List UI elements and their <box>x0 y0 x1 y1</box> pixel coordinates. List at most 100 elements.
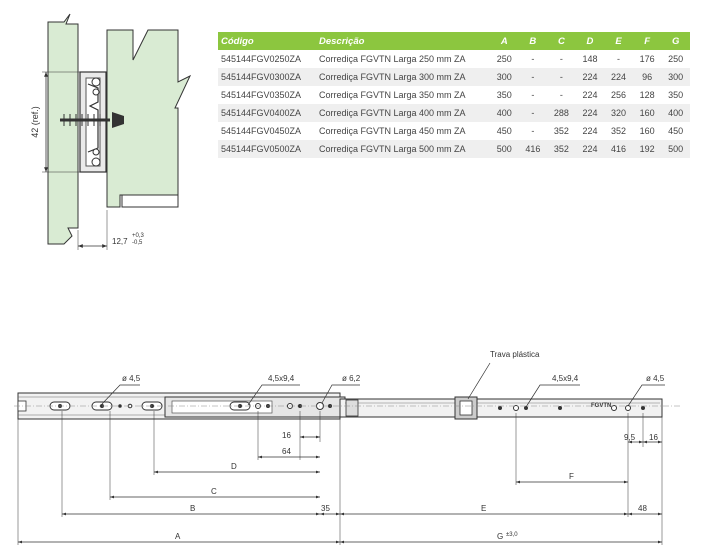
width-tolerance-plus: +0,3 <box>132 233 145 239</box>
width-dimension-label: 12,7 <box>112 237 128 246</box>
header-codigo: Código <box>218 32 316 50</box>
header-c: C <box>547 32 576 50</box>
screw <box>60 112 124 128</box>
height-dimension-label: 42 (ref.) <box>30 106 40 138</box>
cell-descricao: Corrediça FGVTN Larga 300 mm ZA <box>316 68 490 86</box>
cell-f: 160 <box>632 104 662 122</box>
cell-f: 128 <box>632 86 662 104</box>
cell-a: 350 <box>490 86 519 104</box>
cell-g: 300 <box>661 68 690 86</box>
cell-d: 224 <box>575 86 605 104</box>
cell-e: 256 <box>604 86 633 104</box>
dim-35: 35 <box>321 504 330 513</box>
cell-b: - <box>518 122 548 140</box>
table-header-row: Código Descrição A B C D E F G <box>218 32 690 50</box>
cell-e: 416 <box>604 140 633 158</box>
cell-e: - <box>604 50 633 68</box>
dim-g: G <box>497 532 503 541</box>
cell-a: 250 <box>490 50 519 68</box>
header-b: B <box>518 32 548 50</box>
dim-g-tolerance: ±3,0 <box>506 532 518 538</box>
dim-b: B <box>190 504 195 513</box>
cell-c: - <box>547 68 576 86</box>
cell-descricao: Corrediça FGVTN Larga 500 mm ZA <box>316 140 490 158</box>
header-descricao: Descrição <box>316 32 490 50</box>
header-g: G <box>661 32 690 50</box>
cell-b: - <box>518 68 548 86</box>
slide-profile <box>79 71 107 173</box>
width-tolerance-minus: -0,5 <box>132 240 143 246</box>
cell-g: 450 <box>661 122 690 140</box>
callout-hole-62: ø 6,2 <box>342 374 361 383</box>
cell-c: 352 <box>547 140 576 158</box>
table-row: 545144FGV0300ZA Corrediça FGVTN Larga 30… <box>218 68 690 86</box>
drawer-panel <box>106 29 192 208</box>
callout-hole-45-right: ø 4,5 <box>646 374 665 383</box>
cell-f: 96 <box>632 68 662 86</box>
callouts <box>101 362 665 408</box>
dim-16-left: 16 <box>282 431 291 440</box>
cell-codigo: 545144FGV0400ZA <box>218 104 316 122</box>
cell-codigo: 545144FGV0450ZA <box>218 122 316 140</box>
cell-g: 350 <box>661 86 690 104</box>
inner-rail: FGVTN <box>339 396 663 420</box>
spec-table: Código Descrição A B C D E F G 545144FGV… <box>218 32 690 158</box>
dim-e: E <box>481 504 486 513</box>
cell-codigo: 545144FGV0250ZA <box>218 50 316 68</box>
cell-d: 224 <box>575 122 605 140</box>
dim-64: 64 <box>282 447 291 456</box>
dim-48: 48 <box>638 504 647 513</box>
callout-hole-45-left: ø 4,5 <box>122 374 141 383</box>
cell-e: 320 <box>604 104 633 122</box>
header-d: D <box>575 32 605 50</box>
middle-rail <box>164 396 346 418</box>
cell-d: 224 <box>575 140 605 158</box>
cell-descricao: Corrediça FGVTN Larga 250 mm ZA <box>316 50 490 68</box>
cell-e: 352 <box>604 122 633 140</box>
cell-g: 400 <box>661 104 690 122</box>
cell-descricao: Corrediça FGVTN Larga 350 mm ZA <box>316 86 490 104</box>
table-row: 545144FGV0450ZA Corrediça FGVTN Larga 45… <box>218 122 690 140</box>
cell-g: 250 <box>661 50 690 68</box>
table-row: 545144FGV0400ZA Corrediça FGVTN Larga 40… <box>218 104 690 122</box>
cell-f: 176 <box>632 50 662 68</box>
cell-d: 148 <box>575 50 605 68</box>
dim-d: D <box>231 462 237 471</box>
callout-trava-plastica: Trava plástica <box>490 350 540 359</box>
dim-9-5: 9,5 <box>624 433 636 442</box>
cell-f: 160 <box>632 122 662 140</box>
cell-c: - <box>547 86 576 104</box>
cell-e: 224 <box>604 68 633 86</box>
cell-c: 288 <box>547 104 576 122</box>
header-e: E <box>604 32 633 50</box>
table-row: 545144FGV0350ZA Corrediça FGVTN Larga 35… <box>218 86 690 104</box>
cell-descricao: Corrediça FGVTN Larga 450 mm ZA <box>316 122 490 140</box>
cell-g: 500 <box>661 140 690 158</box>
cell-c: - <box>547 50 576 68</box>
header-f: F <box>632 32 662 50</box>
cell-d: 224 <box>575 104 605 122</box>
table-row: 545144FGV0500ZA Corrediça FGVTN Larga 50… <box>218 140 690 158</box>
cell-c: 352 <box>547 122 576 140</box>
callout-slot-right: 4,5x9,4 <box>552 374 579 383</box>
cabinet-panel <box>47 13 79 245</box>
header-a: A <box>490 32 519 50</box>
callout-slot-left: 4,5x9,4 <box>268 374 295 383</box>
cell-d: 224 <box>575 68 605 86</box>
table-row: 545144FGV0250ZA Corrediça FGVTN Larga 25… <box>218 50 690 68</box>
cell-a: 400 <box>490 104 519 122</box>
cell-f: 192 <box>632 140 662 158</box>
cell-a: 300 <box>490 68 519 86</box>
cell-b: 416 <box>518 140 548 158</box>
cell-codigo: 545144FGV0350ZA <box>218 86 316 104</box>
dim-a: A <box>175 532 181 541</box>
cell-a: 500 <box>490 140 519 158</box>
cell-codigo: 545144FGV0300ZA <box>218 68 316 86</box>
slide-side-view: FGVTN ø 4,5 4,5x9,4 ø 6,2 Trava plástica… <box>14 350 680 545</box>
dim-16-right: 16 <box>649 433 658 442</box>
cell-a: 450 <box>490 122 519 140</box>
cell-codigo: 545144FGV0500ZA <box>218 140 316 158</box>
cell-b: - <box>518 86 548 104</box>
cell-descricao: Corrediça FGVTN Larga 400 mm ZA <box>316 104 490 122</box>
cell-b: - <box>518 50 548 68</box>
